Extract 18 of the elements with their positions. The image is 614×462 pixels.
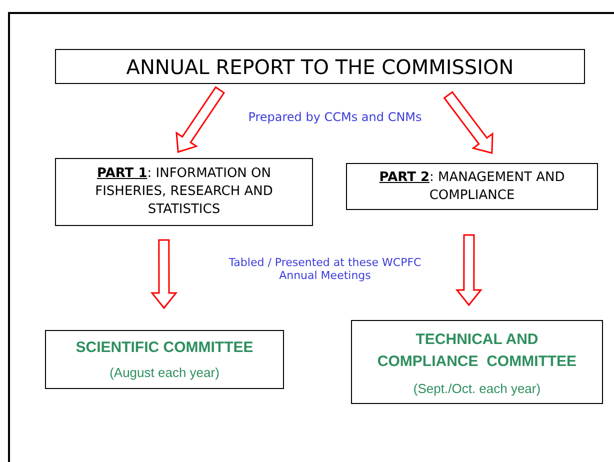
node-subtitle: (Sept./Oct. each year): [413, 380, 541, 396]
node-title: SCIENTIFIC COMMITTEE: [74, 339, 254, 357]
node-subtitle: (August each year): [110, 365, 220, 380]
process-box: [346, 163, 598, 210]
annotation-text: Prepared by CCMs and CNMs: [247, 111, 423, 124]
title-box: [55, 49, 585, 84]
node-title: PART 1: INFORMATION ON FISHERIES, RESEARCH AND STATISTICS: [94, 165, 274, 219]
committee-box: [45, 330, 284, 389]
process-box: [55, 158, 313, 226]
block-arrow: [443, 90, 494, 154]
block-arrow: [455, 234, 482, 306]
node-title: PART 2: MANAGEMENT AND COMPLIANCE: [378, 168, 566, 204]
committee-box: [351, 320, 603, 404]
node-title: ANNUAL REPORT TO THE COMMISSION: [125, 54, 515, 78]
block-arrow: [150, 239, 178, 310]
block-arrow: [176, 86, 226, 153]
node-title: TECHNICAL AND COMPLIANCE COMMITTEE: [376, 330, 578, 372]
annotation-text: Tabled / Presented at these WCPFC Annual Meetings: [228, 256, 422, 282]
